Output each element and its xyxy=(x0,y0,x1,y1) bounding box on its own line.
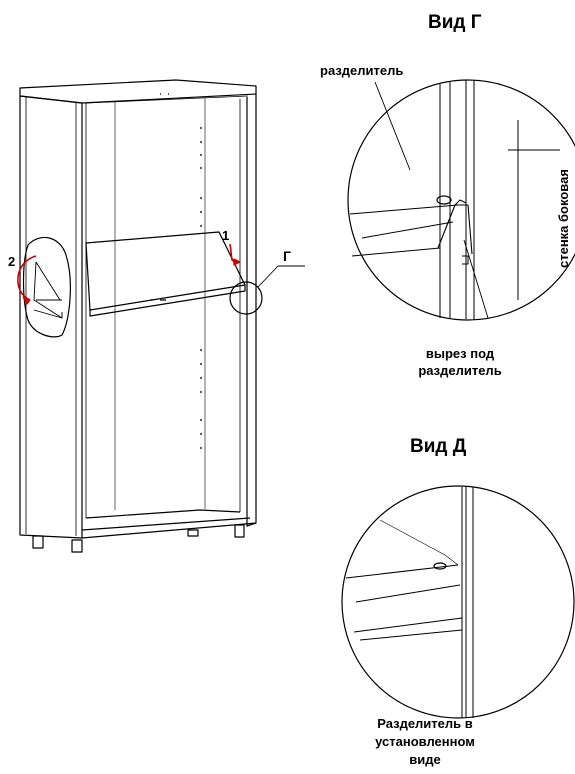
installed-label-line-1: Разделитель в xyxy=(377,716,473,731)
view-d-detail xyxy=(341,485,575,719)
cabinet-bottom xyxy=(81,509,257,539)
installed-label: Разделитель в установленном виде xyxy=(360,715,490,769)
view-g-detail xyxy=(347,79,575,321)
callout-circle-g xyxy=(229,281,263,315)
callout-g-label: Г xyxy=(283,248,291,264)
side-wall-label: стенка боковая xyxy=(556,169,571,268)
cutout-label-line-1: вырез под xyxy=(425,346,495,361)
step-2-label: 2 xyxy=(8,254,16,269)
cabinet-right-side xyxy=(246,94,257,527)
cabinet-left-side xyxy=(19,96,83,539)
cabinet-feet xyxy=(32,524,245,553)
view-g-title: Вид Г xyxy=(428,12,482,33)
installed-label-line-2: установленном xyxy=(375,734,475,749)
step-1-label: 1 xyxy=(222,228,230,243)
cutout-label: вырез под разделитель xyxy=(400,345,520,379)
rotate-arrow xyxy=(17,255,37,301)
detail-bubble-left xyxy=(22,236,71,338)
shelf xyxy=(85,231,246,311)
shelf-holes xyxy=(150,93,202,449)
cabinet xyxy=(19,79,257,553)
cutout-label-line-2: разделитель xyxy=(418,363,502,378)
divider-label: разделитель xyxy=(320,63,404,78)
view-d-title: Вид Д xyxy=(410,436,467,457)
installed-label-line-3: виде xyxy=(409,752,441,767)
